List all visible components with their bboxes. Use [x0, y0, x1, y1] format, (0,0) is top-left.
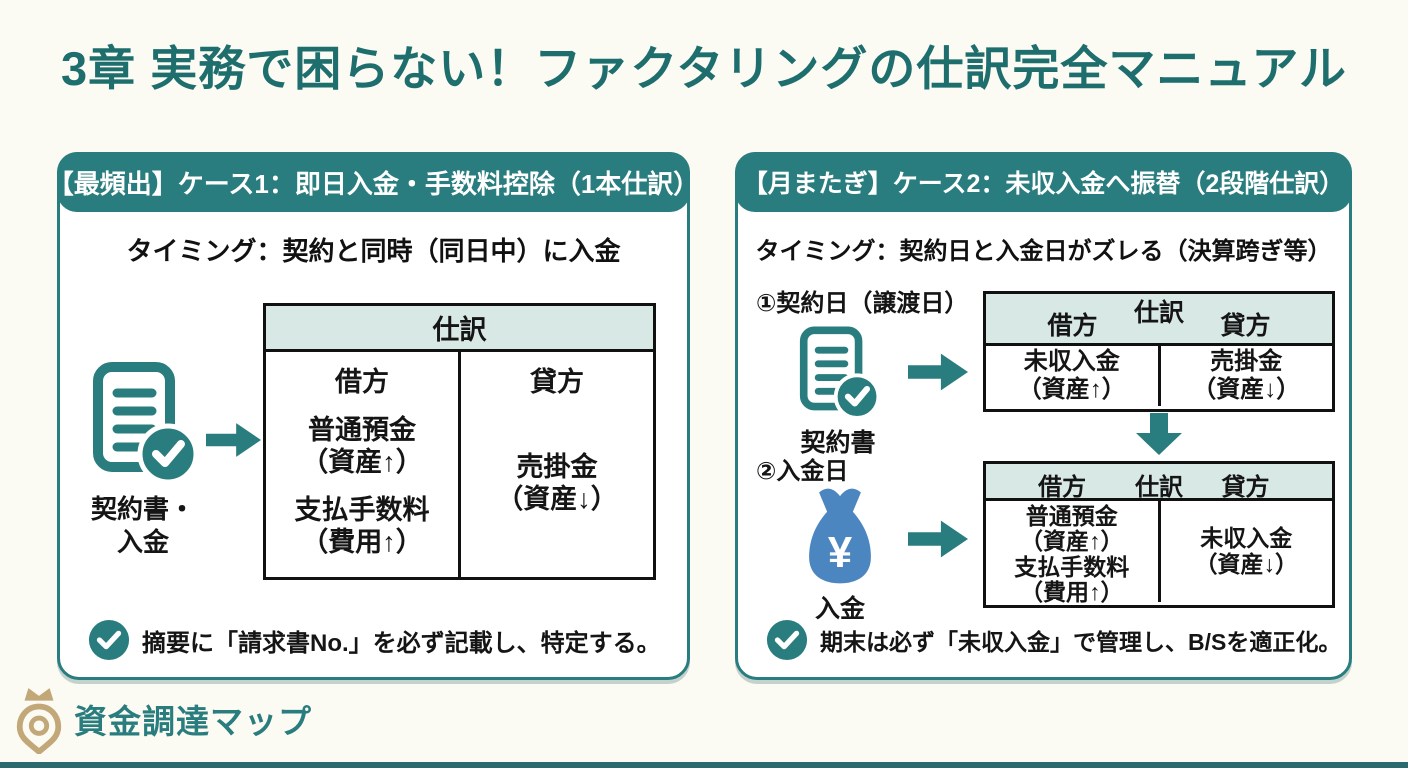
case2-note: 期末は必ず「未収入金」で管理し、B/Sを適正化。 [766, 619, 1341, 661]
debit-header: 借方 [335, 367, 389, 397]
case1-journal-table: 仕訳 借方 普通預金 （資産↑） 支払手数料 （費用↑） 貸方 [263, 303, 656, 580]
debit-cell: 借方 普通預金 （資産↑） 支払手数料 （費用↑） [266, 352, 458, 577]
debit-header: 借方 [1047, 312, 1098, 340]
journal-table-title: 仕訳 [1133, 299, 1184, 327]
check-circle-icon [88, 619, 130, 661]
debit-cell: 未収入金 （資産↑） [1017, 348, 1126, 403]
journal-table-header: 借方 仕訳 貸方 [986, 464, 1332, 501]
case2-panel: 【月またぎ】ケース2：未収入金へ振替（2段階仕訳） タイミング：契約日と入金日が… [735, 152, 1352, 680]
credit-cell: 未収入金 （資産↓） [1157, 501, 1333, 602]
case2-note-text: 期末は必ず「未収入金」で管理し、B/Sを適正化。 [820, 629, 1342, 655]
contract-deposit-label: 契約書・ 入金 [90, 494, 195, 557]
brand-name: 資金調達マップ [74, 703, 312, 740]
crown-pin-logo-icon [16, 688, 62, 754]
page-title: 3章 実務で困らない！ファクタリングの仕訳完全マニュアル [61, 42, 1347, 95]
brand-footer: 資金調達マップ [12, 684, 312, 754]
money-bag-icon: ¥ [809, 488, 871, 584]
right-arrow-icon [206, 423, 261, 457]
credit-header: 貸方 [530, 367, 584, 397]
debit-cell: 普通預金 （資産↑） 支払手数料 （費用↑） [1014, 503, 1130, 605]
case1-timing-text: タイミング：契約と同時（同日中）に入金 [126, 236, 621, 266]
contract-check-icon [93, 362, 199, 485]
contract-check-icon [799, 326, 881, 420]
debit-header: 借方 [1038, 474, 1087, 501]
deposit-label: 入金 [814, 595, 865, 623]
check-circle-icon [766, 619, 808, 661]
case2-journal-table-2: 借方 仕訳 貸方 普通預金 （資産↑） 支払手数料 （費用↑） 未収入金 （資産… [983, 461, 1335, 608]
deposit-figure: ¥ 入金 [790, 487, 890, 625]
case1-note: 摘要に「請求書No.」を必ず記載し、特定する。 [88, 619, 661, 661]
debit-entry-1: 普通預金 （資産↑） [301, 415, 423, 477]
right-arrow-icon [908, 520, 968, 558]
credit-entry-1: 売掛金 （資産↓） [496, 452, 618, 514]
contract-label: 契約書 [800, 429, 876, 457]
case1-panel: 【最頻出】ケース1：即日入金・手数料控除（1本仕訳） タイミング：契約と同時（同… [48, 152, 699, 680]
step2-label: ②入金日 [756, 458, 849, 485]
case2-timing-text: タイミング：契約日と入金日がズレる（決算跨ぎ等） [755, 238, 1332, 265]
down-arrow-icon [1136, 413, 1182, 455]
step1-label: ①契約日（譲渡日） [756, 290, 969, 317]
case1-header: 【最頻出】ケース1：即日入金・手数料控除（1本仕訳） [48, 152, 699, 212]
journal-table-body: 借方 普通預金 （資産↑） 支払手数料 （費用↑） 貸方 売掛金 [266, 352, 653, 577]
journal-table-header: 仕訳 借方 貸方 [986, 294, 1332, 346]
bottom-accent-bar [0, 762, 1408, 768]
credit-cell: 貸方 売掛金 （資産↓） [458, 352, 653, 577]
journal-table-title: 仕訳 [266, 306, 653, 352]
journal-table-title: 仕訳 [1135, 474, 1183, 501]
credit-cell: 売掛金 （資産↓） [1157, 346, 1333, 406]
contract-deposit-figure: 契約書・ 入金 [78, 360, 208, 558]
case2-journal-table-1: 仕訳 借方 貸方 未収入金 （資産↑） 売掛金 （資産↓） [983, 291, 1335, 412]
case1-note-text: 摘要に「請求書No.」を必ず記載し、特定する。 [142, 629, 661, 657]
debit-entry-2: 支払手数料 （費用↑） [294, 494, 430, 557]
case2-header: 【月またぎ】ケース2：未収入金へ振替（2段階仕訳） [735, 152, 1352, 212]
contract-figure: 契約書 [788, 325, 888, 459]
credit-header: 貸方 [1220, 312, 1271, 340]
credit-header: 貸方 [1221, 474, 1270, 501]
right-arrow-icon [908, 353, 968, 391]
yen-symbol: ¥ [828, 529, 853, 577]
